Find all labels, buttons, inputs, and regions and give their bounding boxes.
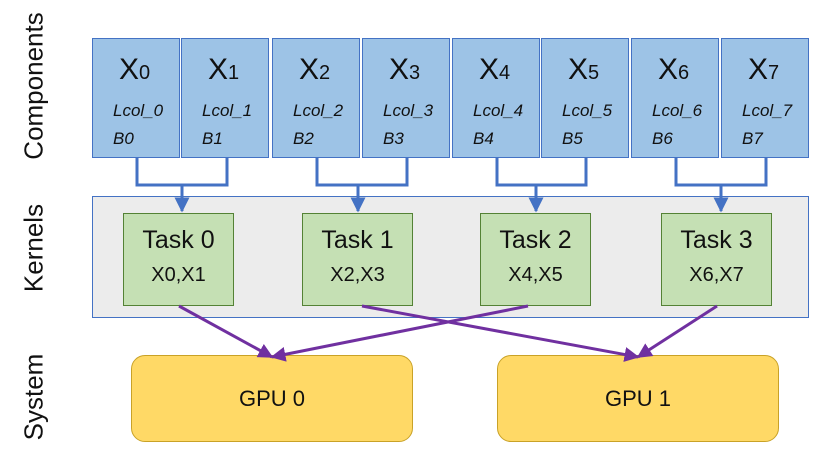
row-label-kernels: Kernels	[18, 203, 49, 293]
component-b: B6	[652, 129, 673, 148]
row-label-system: System	[18, 353, 49, 441]
component-lcol: Lcol_1	[202, 101, 253, 120]
component-7: X7 Lcol_7 B7	[721, 38, 809, 158]
component-lcol: Lcol_7	[742, 101, 793, 120]
component-lcol: Lcol_2	[293, 101, 344, 120]
row-label-components: Components	[18, 12, 49, 160]
component-label: X0	[119, 53, 151, 86]
task-inputs: X2,X3	[330, 264, 385, 286]
task-3: Task 3 X6,X7	[661, 213, 772, 306]
component-1: X1 Lcol_1 B1	[181, 38, 269, 158]
component-label: X6	[658, 53, 690, 86]
component-b: B3	[383, 129, 404, 148]
component-lcol: Lcol_0	[113, 101, 164, 120]
task-2: Task 2 X4,X5	[480, 213, 591, 306]
component-b: B5	[562, 129, 583, 148]
component-lcol: Lcol_4	[473, 101, 524, 120]
component-b: B4	[473, 129, 494, 148]
component-lcol: Lcol_6	[652, 101, 703, 120]
component-b: B1	[202, 129, 223, 148]
component-b: B7	[742, 129, 763, 148]
component-label: X5	[568, 53, 600, 86]
component-lcol: Lcol_5	[562, 101, 613, 120]
gpu-label: GPU 0	[238, 385, 306, 411]
component-lcol: Lcol_3	[383, 101, 434, 120]
component-b: B2	[293, 129, 314, 148]
task-name: Task 1	[321, 226, 394, 254]
component-label: X3	[389, 53, 421, 86]
component-4: X4 Lcol_4 B4	[452, 38, 540, 158]
task-inputs: X0,X1	[151, 264, 206, 286]
component-label: X1	[208, 53, 240, 86]
component-0: X0 Lcol_0 B0	[92, 38, 180, 158]
task-inputs: X6,X7	[689, 264, 744, 286]
task-inputs: X4,X5	[508, 264, 563, 286]
task-name: Task 3	[680, 226, 753, 254]
component-label: X2	[299, 53, 331, 86]
task-1: Task 1 X2,X3	[302, 213, 413, 306]
component-b: B0	[113, 129, 134, 148]
component-5: X5 Lcol_5 B5	[541, 38, 629, 158]
gpu-1: GPU 1	[497, 355, 779, 442]
task-0: Task 0 X0,X1	[123, 213, 234, 306]
gpu-label: GPU 1	[604, 385, 672, 411]
task-name: Task 0	[142, 226, 215, 254]
component-label: X4	[479, 53, 511, 86]
component-6: X6 Lcol_6 B6	[631, 38, 719, 158]
component-3: X3 Lcol_3 B3	[362, 38, 450, 158]
component-2: X2 Lcol_2 B2	[272, 38, 360, 158]
gpu-0: GPU 0	[131, 355, 413, 442]
component-label: X7	[748, 53, 780, 86]
task-name: Task 2	[499, 226, 572, 254]
